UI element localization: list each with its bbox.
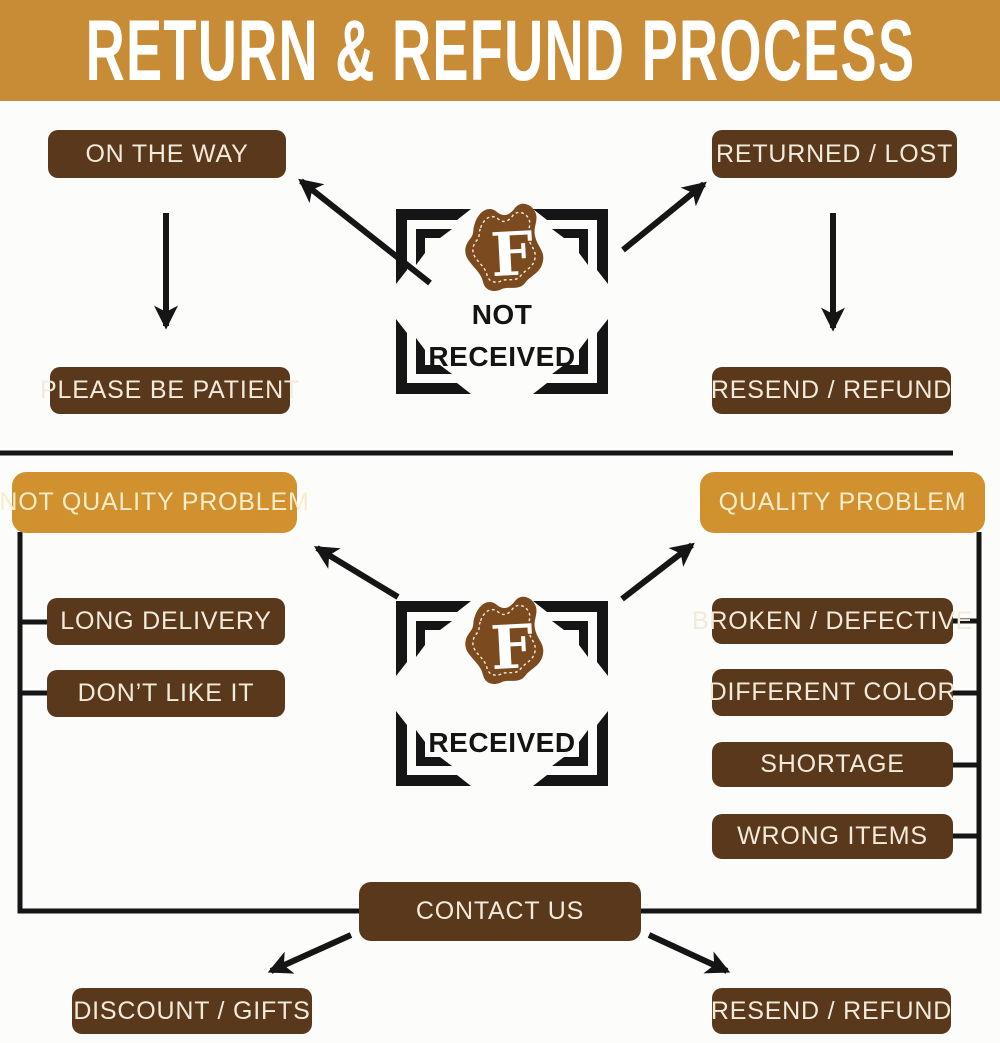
node-returned-lost: RETURNED / LOST <box>712 130 957 178</box>
leather-hide-logo-top: F <box>465 203 544 291</box>
node-on-the-way: ON THE WAY <box>48 130 286 178</box>
node-long-delivery: LONG DELIVERY <box>47 598 285 645</box>
node-different-color: DIFFERENT COLOR <box>709 669 956 716</box>
page-title: RETURN & REFUND PROCESS <box>85 2 915 99</box>
arrow-received-to-quality-problem <box>620 542 695 602</box>
node-quality-problem: QUALITY PROBLEM <box>700 472 985 533</box>
arrow-received-to-not-quality-problem <box>313 545 400 600</box>
arrow-notreceived-to-on-the-way <box>298 178 432 286</box>
arrow-notreceived-to-returned-lost <box>621 181 707 253</box>
node-resend-refund-top: RESEND / REFUND <box>711 367 951 414</box>
node-broken-defective: BROKEN / DEFECTIVE <box>692 598 972 644</box>
node-contact-us: CONTACT US <box>359 882 641 941</box>
node-shortage: SHORTAGE <box>712 742 953 787</box>
center-label-received-top: RECEIVED <box>428 341 576 372</box>
rail-not-quality-to-contact <box>17 532 359 914</box>
node-discount-gifts: DISCOUNT / GIFTS <box>72 988 312 1034</box>
node-dont-like-it: DON’T LIKE IT <box>47 670 285 717</box>
node-please-be-patient: PLEASE BE PATIENT <box>40 367 299 414</box>
arrow-contact-to-discount-gifts <box>267 932 353 974</box>
logo-letter: F <box>489 612 535 684</box>
rail-quality-to-contact <box>641 532 982 914</box>
header-banner: RETURN & REFUND PROCESS <box>0 0 1000 101</box>
arrow-contact-to-resend-refund <box>647 932 731 974</box>
center-label-not: NOT <box>471 299 533 330</box>
leather-hide-logo-bottom: F <box>465 596 544 684</box>
node-not-quality-problem: NOT QUALITY PROBLEM <box>0 472 309 533</box>
node-wrong-items: WRONG ITEMS <box>712 814 953 859</box>
node-resend-refund-bottom: RESEND / REFUND <box>711 988 951 1034</box>
center-label-received-bottom: RECEIVED <box>428 727 576 758</box>
logo-letter: F <box>489 219 535 291</box>
